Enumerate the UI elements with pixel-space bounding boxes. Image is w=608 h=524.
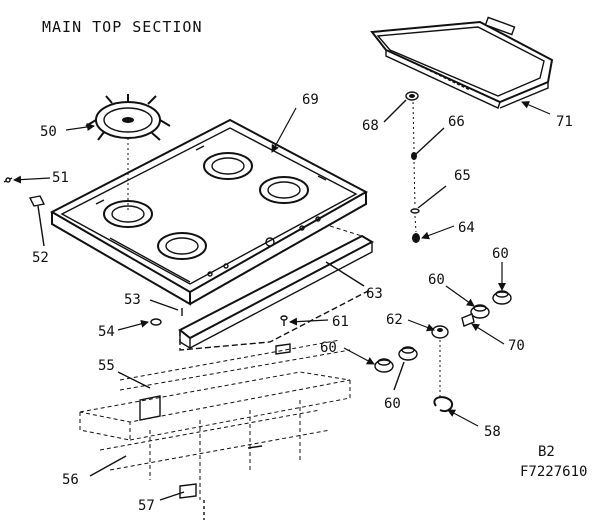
part-60-knob-d (398, 346, 418, 361)
part-60-knob-a (470, 304, 490, 319)
callout-64: 64 (458, 220, 475, 236)
callout-66: 66 (448, 114, 465, 130)
callout-52: 52 (32, 250, 49, 266)
part-60-knob-b (492, 290, 512, 305)
callout-58: 58 (484, 424, 501, 440)
callout-60-a: 60 (492, 246, 509, 262)
drawing-number: F7227610 (520, 464, 587, 480)
callout-71: 71 (556, 114, 573, 130)
callout-65: 65 (454, 168, 471, 184)
callout-labels: 50 51 52 53 54 55 56 57 58 60 60 60 60 6… (32, 92, 573, 514)
part-68-screw (405, 91, 419, 101)
assembly-guide-line (412, 101, 417, 233)
callout-57: 57 (138, 498, 155, 514)
callout-50: 50 (40, 124, 57, 140)
part-70-clip (461, 313, 475, 327)
part-52-bracket (28, 195, 46, 207)
part-58-spring-clip (433, 396, 454, 412)
part-69-cooktop (49, 118, 369, 306)
part-50-burner-grate (85, 94, 171, 210)
part-55-manifold-assembly (79, 289, 371, 520)
diagram-title: MAIN TOP SECTION (42, 18, 203, 36)
callout-54: 54 (98, 324, 115, 340)
callout-60-c: 60 (320, 340, 337, 356)
callout-60-b: 60 (428, 272, 445, 288)
callout-56: 56 (62, 472, 79, 488)
leader-lines (13, 99, 551, 501)
callout-69: 69 (302, 92, 319, 108)
callout-63: 63 (366, 286, 383, 302)
part-51-screw (3, 177, 13, 183)
part-64-clip (412, 233, 420, 243)
callout-70: 70 (508, 338, 525, 354)
part-60-knob-c (374, 358, 394, 373)
part-61-screw (280, 315, 288, 326)
part-71-cover-lid (370, 16, 554, 109)
callout-53: 53 (124, 292, 141, 308)
callout-55: 55 (98, 358, 115, 374)
part-62-knob (431, 325, 449, 339)
callout-61: 61 (332, 314, 349, 330)
part-66-spacer (411, 152, 417, 160)
callout-51: 51 (52, 170, 69, 186)
part-65-washer (410, 208, 420, 214)
callout-62: 62 (386, 312, 403, 328)
part-54-screw (150, 318, 162, 326)
callout-60-d: 60 (384, 396, 401, 412)
page-code: B2 (538, 444, 555, 460)
callout-68: 68 (362, 118, 379, 134)
